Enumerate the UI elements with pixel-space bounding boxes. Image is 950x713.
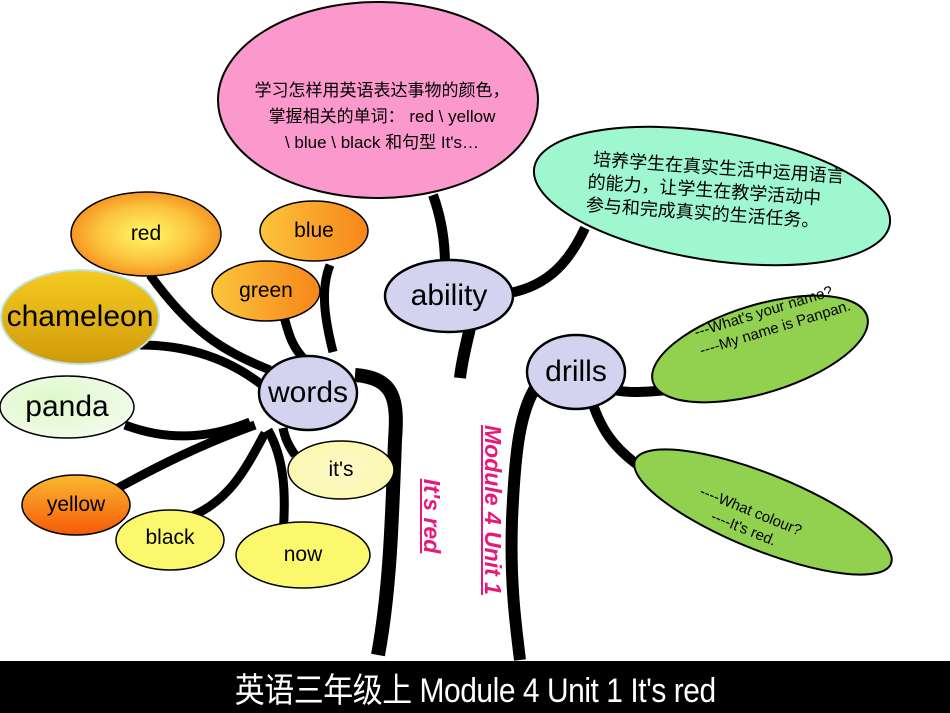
pink-goal-bubble: 学习怎样用英语表达事物的颜色， 掌握相关的单词： red \ yellow \ … — [232, 78, 532, 156]
node-red-label: red — [130, 222, 162, 245]
knowledge-line-1: 学习怎样用英语表达事物的颜色， — [254, 81, 510, 100]
node-its-label: it's — [328, 458, 354, 481]
connector-red — [146, 272, 272, 375]
drill-bubble-2-shape — [633, 448, 893, 576]
node-blue-label: blue — [294, 219, 334, 242]
node-panda: panda — [0, 376, 134, 438]
node-yellow-label: yellow — [46, 493, 106, 516]
node-chameleon-shape — [0, 269, 160, 365]
hub-drills-label: drills — [545, 355, 607, 388]
connector-pink-bubble — [428, 193, 450, 266]
hub-drills: drills — [527, 335, 625, 409]
hub-ability: ability — [385, 260, 513, 332]
node-blue: blue — [260, 201, 368, 261]
pink-goal-bubble-shape — [217, 1, 539, 199]
connector-panda — [123, 417, 252, 441]
node-green: green — [212, 261, 320, 321]
footer-banner: 英语三年级上 Module 4 Unit 1 It's red — [0, 661, 950, 713]
trunk-right — [505, 381, 543, 661]
node-yellow: yellow — [22, 475, 130, 535]
node-its-shape — [287, 440, 395, 500]
node-chameleon: chameleon — [1, 270, 159, 364]
node-now-label: now — [283, 543, 323, 566]
node-its: it's — [288, 441, 394, 499]
node-now: now — [236, 522, 370, 588]
hub-drills-shape — [525, 333, 627, 411]
connector-ability-trunk — [454, 326, 476, 379]
node-yellow-shape — [21, 474, 131, 536]
lesson-title: Module 4 Unit 1 — [480, 425, 506, 595]
trunk-left — [354, 368, 403, 657]
hub-words: words — [259, 356, 357, 430]
node-black: black — [116, 508, 224, 568]
hub-ability-shape — [383, 258, 515, 334]
connector-blue — [319, 263, 338, 354]
connector-its — [278, 427, 299, 458]
drill-bubble-1-shape — [651, 294, 869, 404]
node-green-shape — [211, 260, 321, 322]
connector-now — [264, 427, 289, 536]
node-green-label: green — [239, 279, 293, 302]
connector-black — [188, 430, 269, 522]
node-black-label: black — [145, 526, 195, 549]
node-red: red — [71, 192, 221, 276]
node-panda-label: panda — [25, 390, 109, 423]
node-panda-shape — [0, 375, 135, 439]
connector-yellow — [115, 420, 257, 492]
footer-text: 英语三年级上 Module 4 Unit 1 It's red — [234, 671, 716, 710]
mint-goal-bubble-shape — [532, 125, 892, 267]
hub-ability-label: ability — [410, 279, 488, 312]
hub-words-label: words — [267, 376, 349, 409]
node-chameleon-label: chameleon — [6, 300, 154, 333]
connector-mint-bubble — [508, 225, 590, 298]
connector-chameleon — [139, 340, 265, 389]
node-now-shape — [235, 521, 371, 589]
node-blue-shape — [259, 200, 369, 262]
knowledge-line-3: \ blue \ black 和句型 It's… — [284, 133, 480, 152]
knowledge-line-2: 掌握相关的单词： red \ yellow — [268, 107, 496, 126]
node-black-shape — [115, 509, 225, 571]
node-red-shape — [70, 191, 222, 277]
hub-words-shape — [257, 354, 359, 432]
lesson-subtitle: It's red — [419, 478, 445, 554]
